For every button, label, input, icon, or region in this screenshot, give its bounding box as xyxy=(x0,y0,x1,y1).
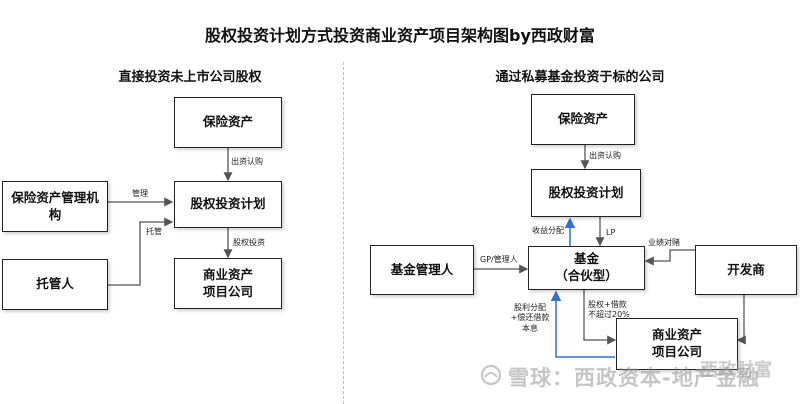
right-fund-label: 基金 xyxy=(573,251,599,267)
right-performance-label: 业绩对赌 xyxy=(648,238,680,247)
right-dividend-label: 股利分配+偿还借款本息 xyxy=(510,303,550,333)
right-income-dist-label: 收益分配 xyxy=(532,226,564,235)
right-fund-manager-box: 基金管理人 xyxy=(370,245,474,295)
left-plan-box: 股权投资计划 xyxy=(174,181,282,228)
right-developer-box: 开发商 xyxy=(695,245,797,295)
right-fund-type-label: （合伙型） xyxy=(555,268,618,283)
right-gp-manager-label: GP/管理人 xyxy=(480,255,518,264)
diagram-title: 股权投资计划方式投资商业资产项目架构图by西政财富 xyxy=(205,26,595,45)
left-manage-label: 管理 xyxy=(132,189,148,198)
right-fund-to-company-arrow xyxy=(583,290,617,345)
left-custodian-box: 托管人 xyxy=(2,259,108,310)
right-company-box: 商业资产项目公司 xyxy=(616,318,738,370)
left-company-box: 商业资产项目公司 xyxy=(174,258,282,309)
watermark-label: 雪球：西政资本-地产金融 xyxy=(508,366,760,390)
left-equity-invest-label: 股权投资 xyxy=(233,238,265,247)
right-lp-label: LP xyxy=(606,228,616,237)
left-manager-box: 保险资产管理机构 xyxy=(2,181,108,232)
section-divider xyxy=(343,62,344,404)
right-plan-box: 股权投资计划 xyxy=(531,169,641,217)
right-fund-box: 基金 （合伙型） xyxy=(528,246,645,290)
right-developer-to-fund-arrow xyxy=(644,249,695,266)
right-section-heading: 通过私募基金投资于标的公司 xyxy=(495,70,665,85)
left-custody-label: 托管 xyxy=(146,227,162,236)
right-developer-to-company-arrow xyxy=(736,290,746,345)
left-subscribe-label: 出资认购 xyxy=(231,157,263,166)
left-insurer-box: 保险资产 xyxy=(174,97,282,148)
watermark-brand: 西政财富 xyxy=(700,360,772,381)
watermark-text: 雪球：西政资本-地产金融 xyxy=(508,362,760,392)
right-dividend-arrow xyxy=(550,290,615,358)
right-equity-loan-label: 股权+借款不超过20% xyxy=(588,300,630,320)
left-manager-label: 保险资产管理机构 xyxy=(11,189,99,222)
right-subscribe-label: 出资认购 xyxy=(589,151,621,160)
left-custodian-to-plan-arrow xyxy=(108,217,174,286)
right-insurer-box: 保险资产 xyxy=(531,94,635,145)
snowball-logo-icon xyxy=(480,364,502,386)
left-company-label: 商业资产项目公司 xyxy=(202,266,253,299)
left-section-heading: 直接投资未上市公司股权 xyxy=(118,70,262,85)
right-company-label: 商业资产项目公司 xyxy=(651,327,702,359)
